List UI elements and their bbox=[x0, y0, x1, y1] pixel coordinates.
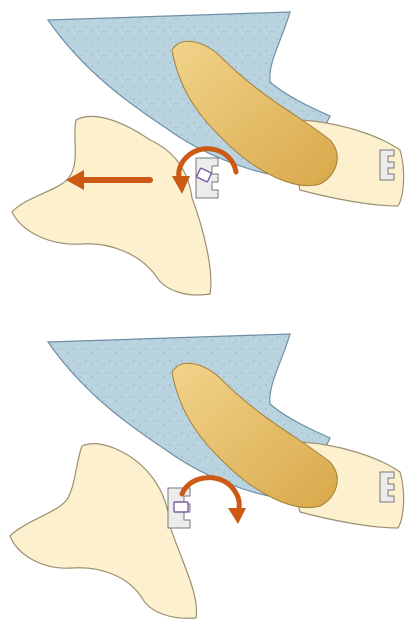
panel-after-svg bbox=[0, 322, 414, 622]
bracket-icon bbox=[380, 472, 394, 502]
lower-incisor bbox=[12, 116, 211, 295]
incisor-bracket bbox=[168, 488, 190, 528]
incisor-bracket bbox=[196, 158, 218, 198]
panel-before bbox=[0, 0, 414, 300]
panel-before-svg bbox=[0, 0, 414, 300]
bracket-icon bbox=[380, 150, 394, 180]
panel-after bbox=[0, 322, 414, 622]
lower-incisor bbox=[10, 444, 197, 619]
